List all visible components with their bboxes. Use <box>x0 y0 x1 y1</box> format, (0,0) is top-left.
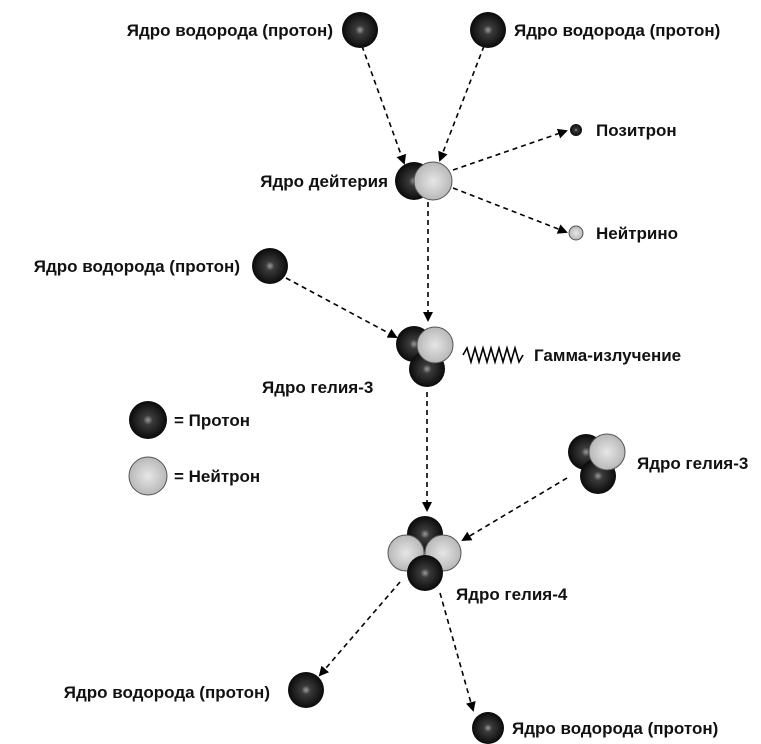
arrow-to-neutrino <box>452 187 568 234</box>
arrow-h3-to-helium3 <box>285 277 398 338</box>
neutrino-icon <box>568 225 584 241</box>
proton-icon <box>342 12 378 48</box>
gamma-wave-icon <box>462 345 524 365</box>
particles <box>128 12 626 744</box>
label-deuterium: Ядро дейтерия <box>260 172 388 191</box>
neutron-icon <box>588 433 626 471</box>
label-gamma: Гамма-излучение <box>534 346 681 365</box>
neutron-icon <box>413 161 453 201</box>
arrow-h2-to-deuterium <box>438 45 485 162</box>
legend-neutron-icon <box>128 456 168 496</box>
labels: Ядро водорода (протон) Ядро водорода (пр… <box>34 21 749 738</box>
arrow-h1-to-deuterium <box>361 45 407 165</box>
legend-neutron-label: = Нейтрон <box>174 467 260 486</box>
label-helium3-right: Ядро гелия-3 <box>637 454 748 473</box>
arrow-helium3b-to-helium4 <box>461 477 568 542</box>
proton-icon <box>472 712 504 744</box>
arrow-helium4-to-h-bottom-right <box>439 592 476 712</box>
proton-icon <box>407 555 443 591</box>
label-neutrino: Нейтрино <box>596 224 678 243</box>
legend-proton-label: = Протон <box>174 411 250 430</box>
positron-icon <box>570 124 582 136</box>
label-hydrogen-bottom-right: Ядро водорода (протон) <box>512 719 718 738</box>
proton-icon <box>470 12 506 48</box>
label-helium3-left: Ядро гелия-3 <box>262 378 373 397</box>
label-hydrogen-middle: Ядро водорода (протон) <box>34 257 240 276</box>
proton-icon <box>252 248 288 284</box>
label-hydrogen-bottom-left: Ядро водорода (протон) <box>64 683 270 702</box>
label-hydrogen-top-right: Ядро водорода (протон) <box>514 21 720 40</box>
label-hydrogen-top-left: Ядро водорода (протон) <box>127 21 333 40</box>
label-helium4: Ядро гелия-4 <box>456 585 568 604</box>
arrow-helium4-to-h-bottom-left <box>318 581 401 677</box>
proton-icon <box>288 672 324 708</box>
legend-proton-icon <box>129 401 167 439</box>
label-positron: Позитрон <box>596 121 677 140</box>
neutron-icon <box>416 326 454 364</box>
arrows <box>285 45 568 712</box>
arrow-to-positron <box>452 128 568 171</box>
